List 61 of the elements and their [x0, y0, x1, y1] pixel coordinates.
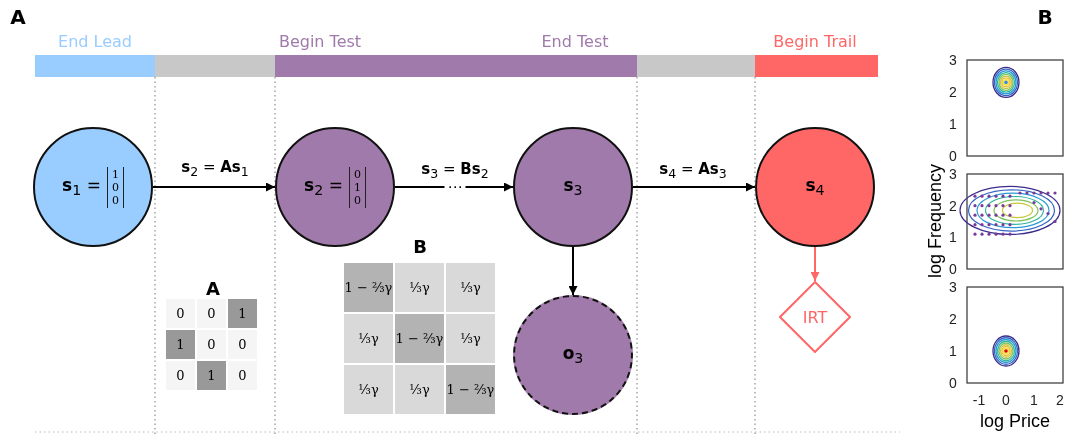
diamond-label: IRT	[802, 307, 828, 327]
vector-entries: 1 0 0	[106, 166, 124, 208]
tick-label: 1	[949, 116, 957, 132]
tick-label: 0	[949, 148, 957, 164]
matrix-cell: 0	[165, 298, 196, 329]
matrix-cell: 1	[196, 360, 227, 391]
arrow	[394, 182, 514, 192]
matrix-cell: ⅓γ	[394, 364, 445, 415]
matrix-title: A	[206, 277, 220, 299]
phase-label: Begin Trail	[773, 31, 857, 51]
edge-label: s$_{4}$ = As$_{3}$	[659, 159, 727, 181]
panel-label: B	[1037, 5, 1053, 29]
arrow	[152, 182, 276, 192]
edge-label: s$_{3}$ = Bs$_{2}$	[421, 159, 489, 181]
tick-label: 3	[949, 279, 957, 295]
phase-label: End Test	[541, 31, 609, 51]
phase-label: Begin Test	[278, 31, 362, 51]
arrow	[810, 246, 820, 282]
matrix-cell: 1	[165, 329, 196, 360]
state-label: s$_{2}$ =	[304, 175, 343, 199]
tick-label: 0	[1002, 392, 1010, 408]
tick-label: 0	[949, 261, 957, 277]
tick-label: -1	[972, 392, 986, 408]
tick-label: 3	[949, 52, 957, 68]
axis-title: log Frequency	[924, 163, 946, 279]
tick-label: 2	[949, 311, 957, 327]
matrix-cell: 1 − ⅔γ	[343, 262, 394, 313]
tick-label: 2	[949, 197, 957, 214]
tick-label: 1	[1030, 392, 1038, 408]
matrix-cell: 0	[196, 298, 227, 329]
vector-entries: 0 1 0	[348, 166, 366, 208]
state-label: s$_{4}$	[805, 175, 825, 199]
tick-label: 3	[949, 166, 957, 182]
matrix-cell: 0	[227, 329, 258, 360]
arrow	[632, 182, 756, 192]
panel-label: A	[10, 5, 26, 29]
matrix-title: B	[413, 235, 427, 257]
matrix-cell: ⅓γ	[343, 364, 394, 415]
matrix-cell: 0	[227, 360, 258, 391]
axis-title: log Price	[980, 410, 1050, 432]
matrix-cell: 1 − ⅔γ	[394, 313, 445, 364]
matrix-cell: ⅓γ	[343, 313, 394, 364]
state-label: s$_{3}$	[563, 175, 583, 199]
phase-label: End Lead	[58, 31, 132, 51]
arrow	[568, 246, 578, 296]
matrix-cell: 0	[196, 329, 227, 360]
matrix-cell: 1	[227, 298, 258, 329]
decision-diamond	[779, 281, 851, 353]
tick-label: 2	[949, 84, 957, 100]
matrix-cell: ⅓γ	[445, 313, 496, 364]
matrix-cell: ⅓γ	[394, 262, 445, 313]
matrix-cell: 0	[165, 360, 196, 391]
matrix-cell: 1 − ⅔γ	[445, 364, 496, 415]
matrix-cell: ⅓γ	[445, 262, 496, 313]
edge-label: s$_{2}$ = As$_{1}$	[181, 157, 249, 179]
tick-label: 1	[949, 229, 957, 246]
state-label: o$_{3}$	[562, 343, 584, 367]
tick-label: 0	[949, 375, 957, 391]
tick-label: 1	[949, 343, 957, 359]
tick-label: 2	[1056, 392, 1064, 408]
state-label: s$_{1}$ =	[62, 175, 101, 199]
